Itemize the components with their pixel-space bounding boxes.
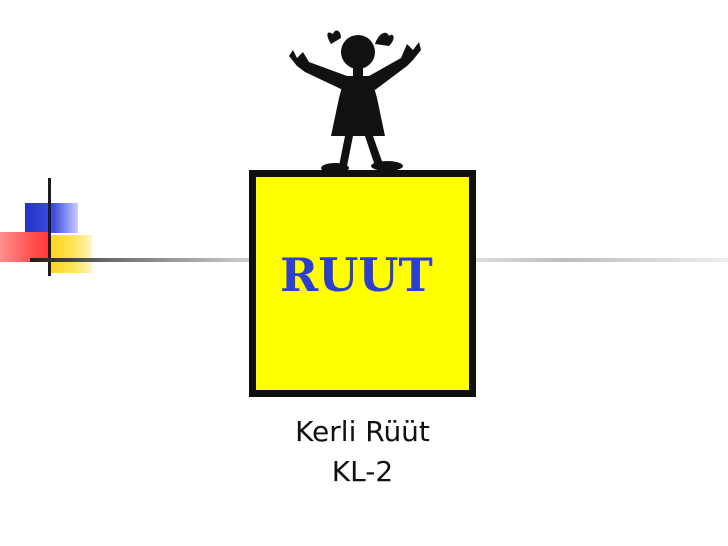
red-square	[0, 232, 48, 262]
horizontal-line-right	[476, 258, 728, 262]
horizontal-line-left	[30, 258, 250, 262]
yellow-square	[48, 235, 92, 273]
yellow-square-box: RUUT	[249, 170, 476, 397]
slide-title: RUUT	[280, 248, 433, 302]
vertical-line	[48, 178, 51, 276]
blue-square	[25, 203, 78, 233]
author-name: Kerli Rüüt	[295, 415, 430, 448]
decorative-squares	[0, 0, 120, 300]
girl-arms-raised-icon	[275, 20, 445, 178]
group-code: KL-2	[331, 455, 394, 488]
subtitle: Kerli Rüüt KL-2	[249, 412, 476, 492]
